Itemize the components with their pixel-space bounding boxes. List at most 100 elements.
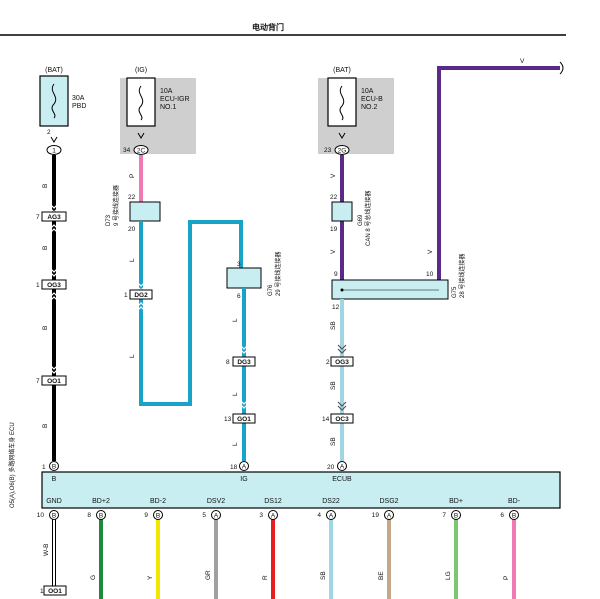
- fuse-icon: [51, 83, 57, 119]
- chevron-down-icon: [337, 401, 347, 411]
- connector-d73: [129, 201, 161, 222]
- chevron-down-icon: [337, 344, 347, 354]
- ecu-bottom-label: DSV2: [207, 498, 225, 505]
- ecu-bottom-pin: 6: [500, 512, 504, 519]
- pin-arrow: [50, 136, 58, 143]
- gnd-conn-pin: 1: [40, 588, 44, 595]
- chevron-down-icon: [239, 399, 249, 409]
- g76-in-pin: 3: [237, 261, 241, 268]
- ecu-bottom-pin: 8: [87, 512, 91, 519]
- wire-v-label-3: V: [520, 58, 525, 65]
- ecu-bottom-terminal: [153, 510, 163, 520]
- g69-in-pin: 22: [330, 194, 338, 201]
- g75-name: 28 号接线连接器: [458, 254, 466, 298]
- g75-dot: [340, 288, 344, 292]
- og3-pin: 1: [36, 282, 40, 289]
- fuse3-in-pin: 23: [324, 147, 332, 154]
- ecu-bottom-terminal: [268, 510, 278, 520]
- wire-sb-label-2: SB: [330, 381, 337, 390]
- g69-id: G69: [358, 214, 364, 226]
- g76-out-pin: 6: [237, 293, 241, 300]
- wire-sb-label-3: SB: [330, 437, 337, 446]
- wire-color-label: GR: [205, 570, 212, 580]
- d73-name: 9 号接线连接器: [112, 185, 120, 226]
- fuse1-supply: (BAT): [45, 67, 63, 74]
- ecu-bottom-terminal: [96, 510, 106, 520]
- connector-dg2: [129, 289, 153, 300]
- dg2-pin: 1: [124, 292, 128, 299]
- ecu-bottom-conn: A: [214, 513, 219, 520]
- fuse3-out-pin: 2G: [338, 148, 347, 155]
- chevron-up-icon: [49, 292, 59, 302]
- wire-l-label-5: L: [232, 442, 239, 446]
- wire-b-label-4: B: [42, 424, 49, 428]
- wire-b-label-2: B: [42, 246, 49, 250]
- wire-break-icon: [559, 61, 564, 75]
- ecu-bottom-pin: 10: [37, 512, 45, 519]
- connector-og3-label: OG3: [47, 282, 61, 289]
- fuse1-name: PBD: [72, 103, 86, 110]
- connector-dg2-label: DG2: [134, 292, 148, 299]
- wire-v-upper: [437, 66, 560, 280]
- pin-arrow: [137, 132, 145, 139]
- g76-id: G76: [268, 284, 274, 296]
- ecu-bottom-pin: 9: [144, 512, 148, 519]
- ecu-bottom-label: DSG2: [379, 498, 398, 505]
- fuse2-in-pin: 34: [123, 147, 131, 154]
- connector-dg3: [232, 356, 256, 367]
- d73-out-pin: 20: [128, 226, 136, 233]
- connector-ag3-label: AG3: [47, 214, 61, 221]
- wire-v-label-2: V: [330, 249, 337, 254]
- fuse2-rating: 10A: [160, 88, 173, 95]
- ecu-bottom-conn: A: [329, 513, 334, 520]
- g75-id: G75: [452, 286, 458, 298]
- ecu-bottom-conn: A: [271, 513, 276, 520]
- wire-b-label-1: B: [42, 184, 49, 188]
- ecu-bottom-label: BD-: [508, 498, 521, 505]
- ecu-top-pin-1: 1: [42, 464, 46, 471]
- fuse2-out-pin: 2C: [137, 148, 146, 155]
- connector-oo1: [41, 375, 67, 386]
- connector-og3b: [330, 356, 354, 367]
- connector-g69: [331, 201, 353, 222]
- ecu-top-pin-2: 18: [230, 464, 238, 471]
- fuse3-name: ECU-B: [361, 96, 383, 103]
- ecu-bottom-label: DS22: [322, 498, 340, 505]
- ecu-bottom-label: GND: [46, 498, 62, 505]
- fuse2-supply: (IG): [135, 67, 147, 74]
- wire-v-label-1: V: [330, 173, 337, 178]
- pin-arrow: [338, 132, 346, 139]
- fuse1-out-pin: 1: [52, 148, 56, 155]
- go1-pin: 13: [224, 416, 232, 423]
- ecu-top-terminal-1: [49, 461, 59, 471]
- ecu-top-conn-3: A: [340, 464, 345, 471]
- ecu-top-conn-1: B: [52, 464, 56, 471]
- connector-g75: [331, 279, 449, 300]
- ecu-bottom-terminal: [509, 510, 519, 520]
- ecu-bottom-conn: B: [512, 513, 516, 520]
- diagram-title: 电动背门: [252, 22, 284, 32]
- chevron-down-icon: [49, 364, 59, 374]
- ecu-bottom-label: DS12: [264, 498, 282, 505]
- wire-l-label-4: L: [232, 392, 239, 396]
- ecu-bottom-pin: 5: [202, 512, 206, 519]
- fuse2-name: ECU-IGR: [160, 96, 190, 103]
- ecu-top-label-1: B: [52, 476, 57, 483]
- ecu-bottom-label: BD-2: [150, 498, 166, 505]
- connector-oc3-label: OC3: [335, 416, 349, 423]
- wire-color-label: W-B: [43, 543, 50, 556]
- fuse3-supply: (BAT): [333, 67, 351, 74]
- g75-pin-a: 9: [334, 271, 338, 278]
- fuse-pbd: [39, 75, 69, 127]
- ecu-top-conn-2: A: [242, 464, 247, 471]
- wire-color-label: SB: [320, 571, 327, 580]
- ecu-bottom-conn: B: [156, 513, 160, 520]
- wire-color-label: G: [90, 575, 97, 580]
- ecu-bottom-conn: B: [99, 513, 103, 520]
- fuse3-terminal: [334, 145, 350, 155]
- ecu-bottom-label: BD+2: [92, 498, 110, 505]
- connector-ag3: [41, 211, 67, 222]
- chevron-down-icon: [49, 267, 59, 277]
